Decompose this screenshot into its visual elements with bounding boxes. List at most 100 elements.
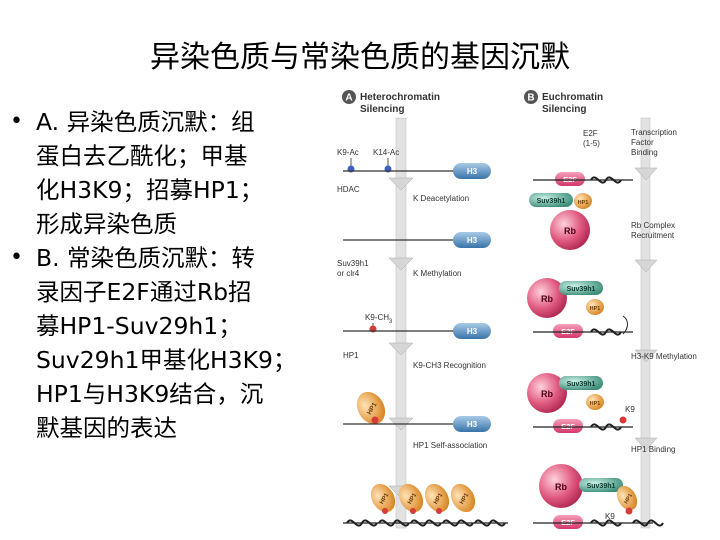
rb-protein xyxy=(550,210,590,250)
label-hdac: HDAC xyxy=(337,185,360,194)
panel-b-badge xyxy=(524,90,538,104)
rb-protein xyxy=(539,464,583,508)
hp1-protein xyxy=(356,391,386,425)
label-hp1: HP1 xyxy=(343,351,359,360)
suv39h1-label: Suv39h1 xyxy=(587,483,616,490)
h3-tail xyxy=(453,323,491,339)
arrowhead xyxy=(388,177,414,191)
k9-label: K9 xyxy=(625,405,635,414)
panel-b-letter: B xyxy=(527,93,534,104)
svg-text:HP1: HP1 xyxy=(407,492,418,506)
suv39h1-protein xyxy=(559,376,603,390)
h3-tail xyxy=(453,416,491,432)
h3-label: H3 xyxy=(467,420,478,429)
bullet-dot: • xyxy=(10,109,23,134)
silencing-figure: A Heterochromatin Silencing K9-Ac K14-Ac… xyxy=(337,90,697,529)
rb-label: Rb xyxy=(541,389,553,399)
rb-label: Rb xyxy=(555,482,567,492)
arrowhead xyxy=(634,259,658,273)
bullet-a-line: 形成异染色质 xyxy=(36,210,177,238)
step-hp1-binding: HP1 Binding xyxy=(631,445,675,454)
arrowhead xyxy=(388,342,414,356)
bullet-a: • A. 异染色质沉默：组 蛋白去乙酰化；甲基 化H3K9；招募HP1； 形成异… xyxy=(6,105,326,241)
step-deacetylation: K Deacetylation xyxy=(413,194,469,203)
label-k9ch3: K9-CH3 xyxy=(365,313,393,325)
suv39h1-label: Suv39h1 xyxy=(567,381,596,388)
panel-a-letter: A xyxy=(345,93,352,104)
label-k14ac: K14-Ac xyxy=(373,148,399,157)
arrowhead xyxy=(388,257,414,271)
hp1-label: HP1 xyxy=(623,493,634,505)
rb-protein xyxy=(527,373,567,413)
svg-text:HP1: HP1 xyxy=(379,492,390,506)
arrowhead xyxy=(634,437,658,451)
h3-label: H3 xyxy=(467,167,478,176)
bullet-b-line: 录因子E2F通过Rb招 xyxy=(36,278,252,306)
slide-title: 异染色质与常染色质的基因沉默 xyxy=(150,40,570,75)
rb-label: Rb xyxy=(541,294,553,304)
label-e2f-family: E2F xyxy=(583,129,598,138)
hp1-label: HP1 xyxy=(590,401,601,407)
svg-text:HP1: HP1 xyxy=(459,492,470,506)
h3-label: H3 xyxy=(467,327,478,336)
e2f-factor xyxy=(553,419,583,433)
arrowhead xyxy=(634,167,658,181)
bullet-a-line: 化H3K9；招募HP1； xyxy=(36,176,264,204)
rb-protein xyxy=(527,278,567,318)
methyl-group xyxy=(619,416,627,424)
panel-a-badge xyxy=(342,90,356,104)
suv39h1-label: Suv39h1 xyxy=(537,198,566,205)
bullet-b-line: Suv29h1甲基化H3K9； xyxy=(36,346,297,374)
panel-a-title: Heterochromatin xyxy=(360,92,440,103)
suv39h1-protein xyxy=(559,281,603,295)
bullet-b: • B. 常染色质沉默：转 录因子E2F通过Rb招 募HP1-Suv29h1； … xyxy=(6,241,326,445)
step-rb-recruitment: Rb Complex xyxy=(631,221,675,230)
bullet-list: • A. 异染色质沉默：组 蛋白去乙酰化；甲基 化H3K9；招募HP1； 形成异… xyxy=(6,105,326,445)
step-tf-binding: Binding xyxy=(631,148,658,157)
suv39h1-protein xyxy=(529,193,573,207)
step-k9-methylation: H3-K9 Methylation xyxy=(631,352,697,361)
arrowhead xyxy=(634,349,658,363)
panel-a-title: Silencing xyxy=(360,104,404,115)
panel-a-arrow xyxy=(395,117,407,529)
panel-b: B Euchromatin Silencing Transcription Fa… xyxy=(524,90,697,529)
k9-label: K9 xyxy=(605,512,615,521)
hp1-protein xyxy=(586,299,604,315)
step-rb-recruitment: Recruitment xyxy=(631,231,675,240)
methyl-group xyxy=(625,507,633,515)
bullet-b-line: 募HP1-Suv29h1； xyxy=(36,312,242,340)
bullet-a-line: A. 异染色质沉默：组 xyxy=(36,108,255,136)
hp1-oligomer: HP1 HP1 HP1 HP1 xyxy=(370,483,476,514)
panel-a: A Heterochromatin Silencing K9-Ac K14-Ac… xyxy=(337,90,508,529)
step-methylation: K Methylation xyxy=(413,269,461,278)
hp1-protein xyxy=(586,394,604,410)
label-e2f-family: (1-5) xyxy=(583,139,600,148)
rb-label: Rb xyxy=(564,226,576,236)
bullet-b-line: HP1与H3K9结合，沉 xyxy=(36,380,264,408)
panel-b-title: Euchromatin xyxy=(542,92,603,103)
hp1-protein xyxy=(616,485,638,511)
step-recognition: K9-CH3 Recognition xyxy=(413,361,486,370)
svg-text:HP1: HP1 xyxy=(433,492,444,506)
label-suv39h1: Suv39h1 xyxy=(337,259,369,268)
bullet-a-line: 蛋白去乙酰化；甲基 xyxy=(36,142,248,170)
suv39h1-label: Suv39h1 xyxy=(567,286,596,293)
step-tf-binding: Factor xyxy=(631,138,654,147)
panel-b-arrow xyxy=(640,117,651,529)
suv39h1-protein xyxy=(579,478,623,492)
panel-b-title: Silencing xyxy=(542,104,586,115)
step-self-association: HP1 Self-association xyxy=(413,441,487,450)
bullet-b-line: 默基因的表达 xyxy=(36,414,177,442)
chromatin-fiber xyxy=(343,519,508,527)
label-k9ac: K9-Ac xyxy=(337,148,359,157)
hp1-label: HP1 xyxy=(578,200,589,206)
h3-tail xyxy=(453,232,491,248)
h3-label: H3 xyxy=(467,236,478,245)
methyl-group xyxy=(371,416,379,424)
e2f-factor xyxy=(553,324,583,338)
bullet-b-line: B. 常染色质沉默：转 xyxy=(36,244,256,272)
hp1-label: HP1 xyxy=(590,306,601,312)
e2f-factor xyxy=(555,172,585,186)
label-clr4: or clr4 xyxy=(337,269,360,278)
hp1-protein xyxy=(574,193,592,209)
